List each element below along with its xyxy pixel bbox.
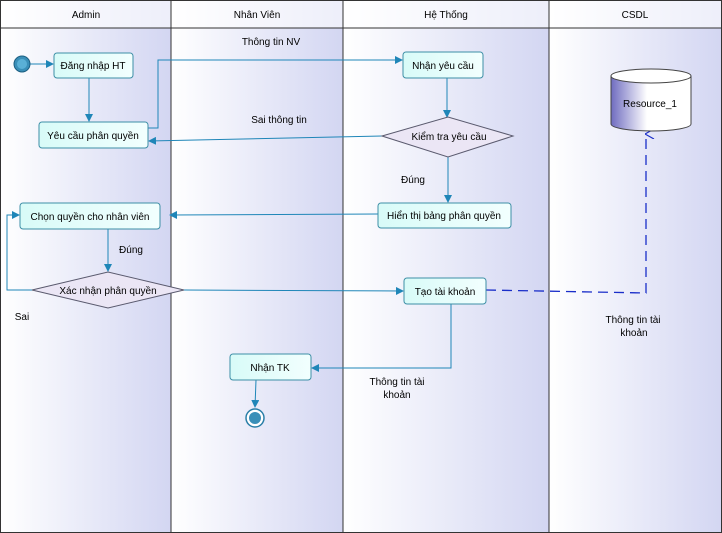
lane-header-bar [0, 0, 722, 28]
activity-create-account[interactable]: Tạo tài khoản [403, 277, 487, 305]
lane-title-he-thong: Hệ Thống [424, 9, 468, 21]
decision-check-request[interactable]: Kiểm tra yêu cầu [380, 116, 515, 158]
edge-create-to-resource [485, 134, 646, 294]
activity-label: Nhận yêu cầu [412, 60, 474, 72]
lane-title-admin: Admin [72, 10, 100, 21]
activity-display-table[interactable]: Hiển thị bảng phân quyền [377, 202, 512, 229]
edge-label-correct: Đúng [401, 175, 425, 186]
edge-label-account-info-line2: khoản [383, 390, 410, 401]
lane-title-nhan-vien: Nhân Viên [234, 10, 281, 21]
edge-request-to-receive [148, 56, 403, 129]
edge-create-to-receive-account [311, 304, 452, 372]
lane-title-csdl: CSDL [622, 10, 649, 21]
activity-label: Yêu cầu phân quyền [47, 130, 139, 142]
lane-admin [0, 0, 171, 533]
edge-label-account-info-db-line2: khoản [620, 328, 647, 339]
lane-he-thong [343, 0, 549, 533]
activity-receive-request[interactable]: Nhận yêu cầu [402, 51, 484, 79]
edge-confirm-to-choose [6, 211, 32, 291]
end-node [245, 408, 265, 428]
database-label: Resource_1 [623, 99, 677, 110]
lane-nhan-vien [171, 0, 343, 533]
database-resource[interactable]: Resource_1 [610, 68, 692, 132]
edge-display-to-choose [169, 210, 379, 219]
decision-label: Kiểm tra yêu cầu [411, 131, 486, 143]
activity-label: Nhận TK [250, 363, 290, 374]
activity-choose-permission[interactable]: Chọn quyền cho nhân viên [19, 202, 161, 230]
edge-label-wrong: Sai [15, 312, 29, 323]
edge-label-account-info-line1: Thông tin tài [369, 377, 424, 388]
edge-confirm-to-create [183, 286, 404, 295]
edge-receive-account-to-end [251, 379, 260, 408]
activity-login[interactable]: Đăng nhập HT [53, 52, 134, 79]
edge-label-employee-info: Thông tin NV [242, 37, 301, 48]
edge-check-to-request [148, 135, 383, 145]
activity-request-permission[interactable]: Yêu cầu phân quyền [38, 121, 149, 149]
decision-confirm-permission[interactable]: Xác nhận phân quyền [31, 271, 185, 309]
activity-label: Hiển thị bảng phân quyền [387, 210, 501, 222]
edge-label-correct: Đúng [119, 245, 143, 256]
activity-label: Chọn quyền cho nhân viên [31, 211, 150, 223]
edge-label-account-info-db-line1: Thông tin tài [605, 315, 660, 326]
start-node [13, 55, 31, 73]
edge-label-wrong-info: Sai thông tin [251, 115, 307, 126]
activity-receive-account[interactable]: Nhận TK [229, 353, 312, 381]
activity-label: Đăng nhập HT [60, 61, 125, 72]
activity-label: Tạo tài khoản [415, 287, 476, 298]
decision-label: Xác nhận phân quyền [59, 285, 156, 297]
